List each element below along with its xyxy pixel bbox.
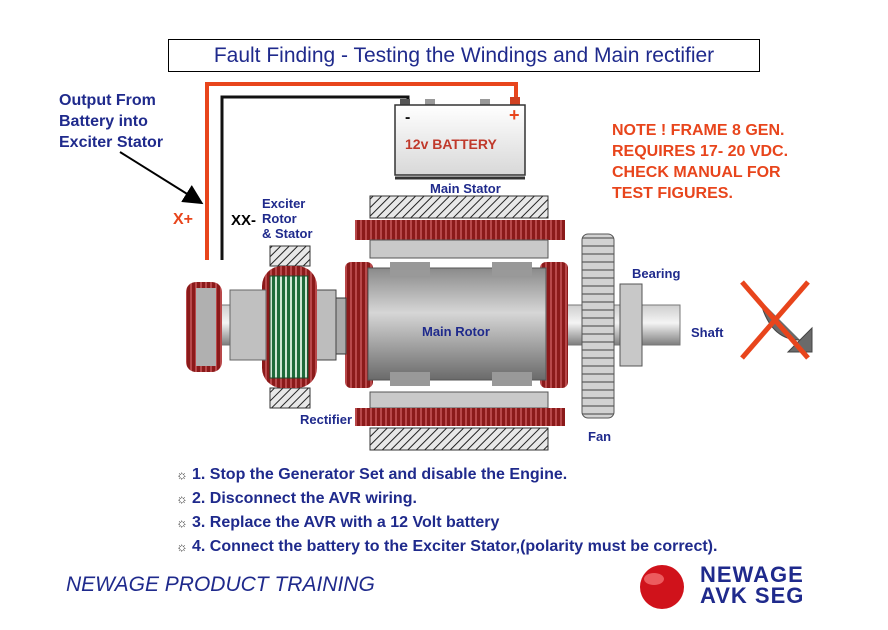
exciter-label-line: Exciter — [262, 196, 306, 211]
frame-note: NOTE ! FRAME 8 GEN. REQUIRES 17- 20 VDC.… — [612, 120, 788, 204]
exciter-label: Exciter Rotor & Stator — [262, 196, 313, 241]
list-item: ☼ 4. Connect the battery to the Exciter S… — [176, 535, 717, 559]
shaft-label: Shaft — [691, 325, 724, 340]
red-wire — [205, 82, 518, 260]
main-stator-label: Main Stator — [430, 181, 501, 196]
steps-list: ☼ 1. Stop the Generator Set and disable t… — [176, 463, 717, 559]
rotation-crossed-icon — [740, 280, 813, 360]
main-rotor-coil-right — [540, 262, 568, 388]
bullet-icon: ☼ — [176, 467, 188, 482]
rectifier-label: Rectifier — [300, 412, 353, 427]
page-title: Fault Finding - Testing the Windings and… — [168, 39, 760, 72]
fan — [581, 233, 615, 419]
fan-label: Fan — [588, 429, 612, 444]
note-line: REQUIRES 17- 20 VDC. — [612, 143, 789, 160]
battery — [394, 97, 526, 180]
output-label: Output From Battery into Exciter Stator — [59, 90, 163, 153]
xx-minus-terminal: XX- — [231, 212, 257, 229]
bullet-icon: ☼ — [176, 539, 188, 554]
battery-neg: - — [405, 109, 411, 126]
logo-line-2: AVK SEG — [700, 583, 805, 608]
note-line: NOTE ! FRAME 8 GEN. — [612, 122, 785, 139]
output-label-line: Battery into — [59, 113, 148, 130]
footer-text: NEWAGE PRODUCT TRAINING — [66, 573, 375, 596]
main-rotor-coil-left — [345, 262, 373, 388]
exciter-label-line: & Stator — [262, 226, 313, 241]
bullet-icon: ☼ — [176, 515, 188, 530]
newage-logo-icon — [640, 565, 684, 609]
list-item: ☼ 3. Replace the AVR with a 12 Volt batte… — [176, 511, 717, 535]
note-line: TEST FIGURES. — [612, 185, 733, 202]
main-stator-top — [369, 195, 549, 219]
output-label-line: Exciter Stator — [59, 134, 164, 151]
logo-line-1: NEWAGE — [700, 562, 804, 587]
exciter-rotor — [269, 275, 309, 379]
list-item: ☼ 1. Stop the Generator Set and disable t… — [176, 463, 717, 487]
list-item: ☼ 2. Disconnect the AVR wiring. — [176, 487, 717, 511]
output-label-line: Output From — [59, 92, 156, 109]
bearing-label: Bearing — [632, 266, 681, 281]
logo-text: NEWAGE AVK SEG — [700, 562, 805, 608]
step-text: 4. Connect the battery to the Exciter St… — [192, 538, 718, 555]
bearing — [619, 283, 643, 367]
step-text: 2. Disconnect the AVR wiring. — [192, 490, 417, 507]
main-stator-bottom — [369, 427, 549, 451]
battery-label: 12v BATTERY — [405, 136, 497, 152]
step-text: 1. Stop the Generator Set and disable th… — [192, 466, 568, 483]
exciter-label-line: Rotor — [262, 211, 297, 226]
note-line: CHECK MANUAL FOR — [612, 164, 781, 181]
bullet-icon: ☼ — [176, 491, 188, 506]
x-plus-terminal: X+ — [173, 211, 194, 228]
output-arrow — [119, 151, 204, 205]
main-rotor-label: Main Rotor — [422, 324, 490, 339]
step-text: 3. Replace the AVR with a 12 Volt batter… — [192, 514, 500, 531]
battery-pos: + — [509, 105, 520, 125]
main-rotor — [367, 267, 547, 381]
